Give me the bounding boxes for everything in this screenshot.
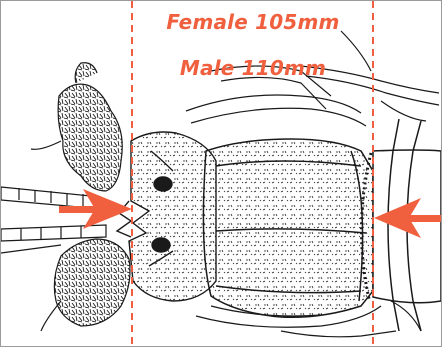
arrow-start [59,189,132,229]
female-size-label: Female 105mm [131,10,375,34]
male-size-label: Male 110mm [131,56,375,80]
antennule-lower [41,239,130,331]
lobster-carapace [203,139,373,317]
antennule-upper [31,63,122,191]
